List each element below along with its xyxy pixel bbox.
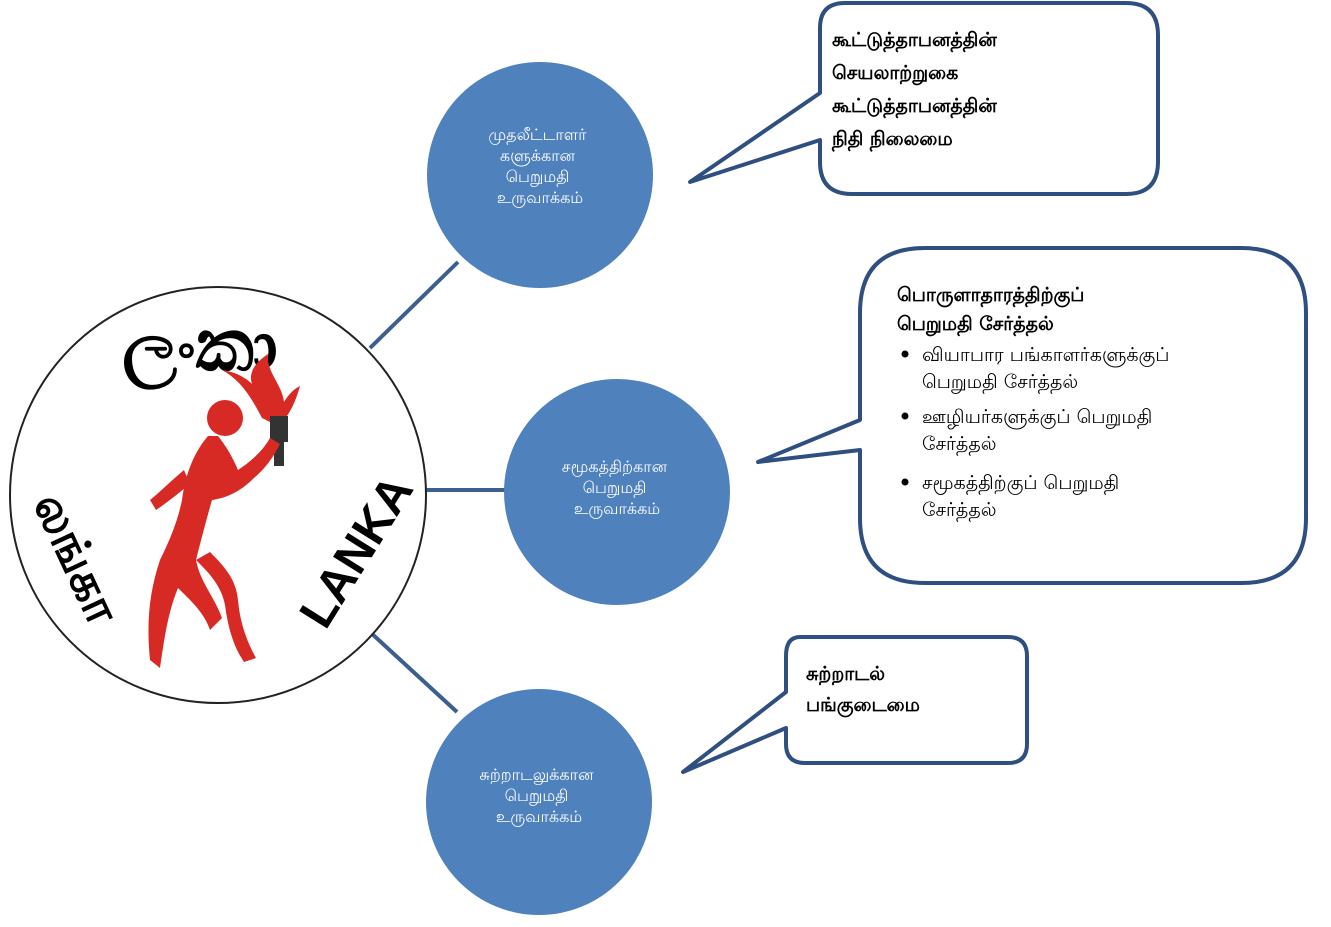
investor-callout-line: கூட்டுத்தாபனத்தின் [832,29,997,53]
investor-node-line: முதலீட்டாளர் [488,125,587,145]
investor-node-line: பெறுமதி [506,167,570,187]
society-callout-heading: பொருளாதாரத்திற்குப் [897,284,1084,308]
environment-node-line: சுற்றாடலுக்கான [479,765,594,785]
svg-text:முதலீட்டாளர் களுக்கான: முதலீட்டாளர் களுக்கான பெறுமதி உருவாக்கம் [488,125,591,208]
society-bullet-line: வியாபார பங்காளர்களுக்குப் [922,344,1169,367]
svg-text:சமூகத்திற்கான பெறுமதி: சமூகத்திற்கான பெறுமதி உருவாக்கம் [562,457,672,519]
environment-node-line: உருவாக்கம் [496,807,582,827]
lanka-logo: ලංකා லங்கா LANKA [9,286,427,704]
bullet-icon [901,412,909,420]
society-bullet-line: சமூகத்திற்குப் பெறுமதி [922,472,1119,495]
svg-text:கூட்டுத்தாபனத்தின் செயலா: கூட்டுத்தாபனத்தின் செயலாற்றுகை கூட்டுத்த… [831,29,1003,152]
investor-value-node: முதலீட்டாளர் களுக்கான பெறுமதி உருவாக்கம் [427,62,653,288]
investor-node-line: உருவாக்கம் [497,188,583,208]
environment-callout: சுற்றாடல் பங்குடைமை [681,635,1029,774]
investor-node-line: களுக்கான [500,146,576,166]
bullet-icon [901,478,909,486]
connector-line-investor [368,260,460,350]
svg-text:பொருளாதாரத்திற்குப் பெறு: பொருளாதாரத்திற்குப் பெறுமதி சேர்த்தல் [897,284,1091,337]
society-bullet-line: சேர்த்தல் [922,499,996,522]
svg-text:சுற்றாடலுக்கான பெறுமதி: சுற்றாடலுக்கான பெறுமதி உருவாக்கம் [479,765,598,827]
investor-callout-line: கூட்டுத்தாபனத்தின் [832,95,997,119]
society-node-line: பெறுமதி [583,478,647,498]
svg-text:சுற்றாடல் பங்குடைமை: சுற்றாடல் பங்குடைமை [806,663,920,718]
investor-callout-line: செயலாற்றுகை [832,62,958,86]
society-callout: பொருளாதாரத்திற்குப் பெறுமதி சேர்த்தல் வி… [756,246,1308,585]
society-node-line: சமூகத்திற்கான [562,457,668,477]
torch-runner-icon [148,354,300,668]
environment-value-node: சுற்றாடலுக்கான பெறுமதி உருவாக்கம் [426,689,652,915]
bullet-icon [901,350,909,358]
connector-line-environment [368,630,459,714]
investor-callout-line: நிதி நிலைமை [831,128,953,152]
environment-callout-line: சுற்றாடல் [806,663,885,685]
society-value-node: சமூகத்திற்கான பெறுமதி உருவாக்கம் [504,379,730,605]
society-callout-heading: பெறுமதி சேர்த்தல் [897,313,1054,337]
society-bullet-line: சேர்த்தல் [922,433,996,456]
investor-callout: கூட்டுத்தாபனத்தின் செயலாற்றுகை கூட்டுத்த… [688,1,1160,196]
society-bullet-line: பெறுமதி சேர்த்தல் [922,371,1078,394]
svg-text:வியாபார பங்காளர்களுக்குப்: வியாபார பங்காளர்களுக்குப் பெறுமதி சேர்த்… [922,344,1175,522]
environment-callout-line: பங்குடைமை [806,694,920,718]
environment-node-line: பெறுமதி [505,786,569,806]
society-bullet-line: ஊழியர்களுக்குப் பெறுமதி [922,406,1152,429]
society-node-line: உருவாக்கம் [574,499,660,519]
